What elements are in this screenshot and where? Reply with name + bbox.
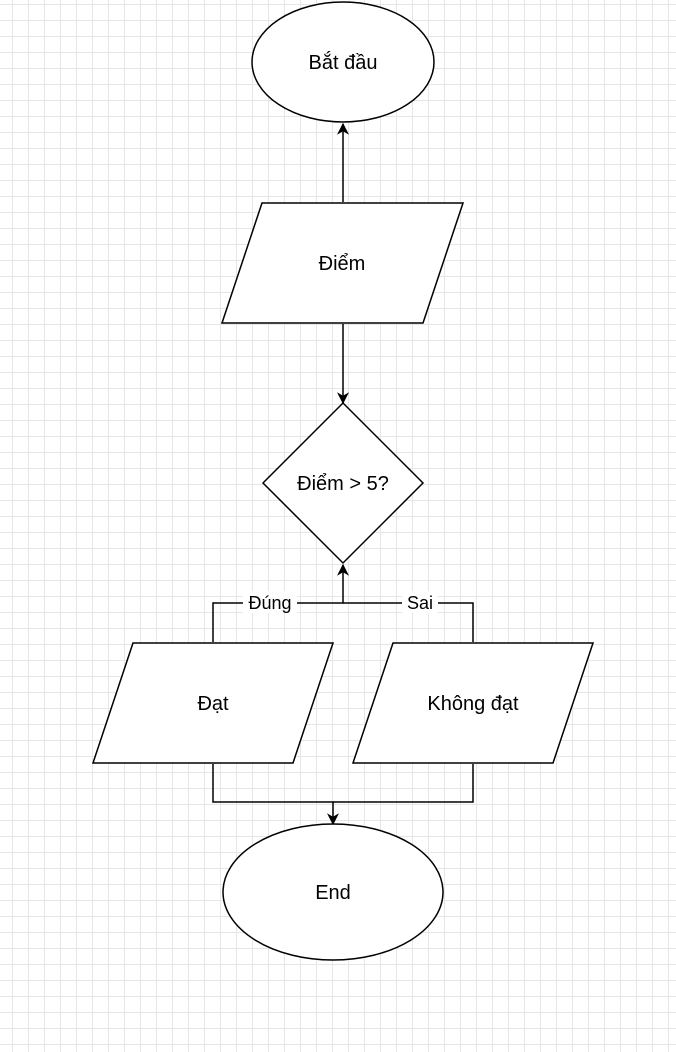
start-node[interactable]: Bắt đầu — [251, 1, 435, 123]
edge-label-false-bg — [402, 591, 438, 613]
edge-false-branch[interactable] — [343, 602, 474, 642]
edge-label-false: Sai — [407, 593, 433, 613]
decision-diamond — [261, 401, 425, 565]
edge-label-true: Đúng — [248, 593, 291, 613]
end-node[interactable]: End — [222, 823, 444, 961]
end-label: End — [315, 882, 351, 904]
edge-fail-to-end[interactable] — [333, 764, 474, 803]
decision-label: Điểm > 5? — [297, 473, 389, 495]
input-node[interactable]: Điểm — [220, 202, 465, 324]
end-ellipse — [222, 823, 444, 961]
pass-node[interactable]: Đạt — [91, 642, 335, 764]
edge-pass-to-end[interactable] — [212, 764, 339, 826]
fail-label: Không đạt — [427, 693, 519, 715]
decision-node[interactable]: Điểm > 5? — [261, 401, 425, 565]
pass-label: Đạt — [197, 693, 229, 715]
edge-label-true-bg — [243, 591, 297, 613]
start-ellipse — [251, 1, 435, 123]
fail-node[interactable]: Không đạt — [351, 642, 595, 764]
input-label: Điểm — [319, 253, 366, 275]
pass-parallelogram — [91, 642, 335, 764]
start-label: Bắt đầu — [309, 51, 378, 74]
input-parallelogram — [220, 202, 465, 324]
fail-parallelogram — [351, 642, 595, 764]
